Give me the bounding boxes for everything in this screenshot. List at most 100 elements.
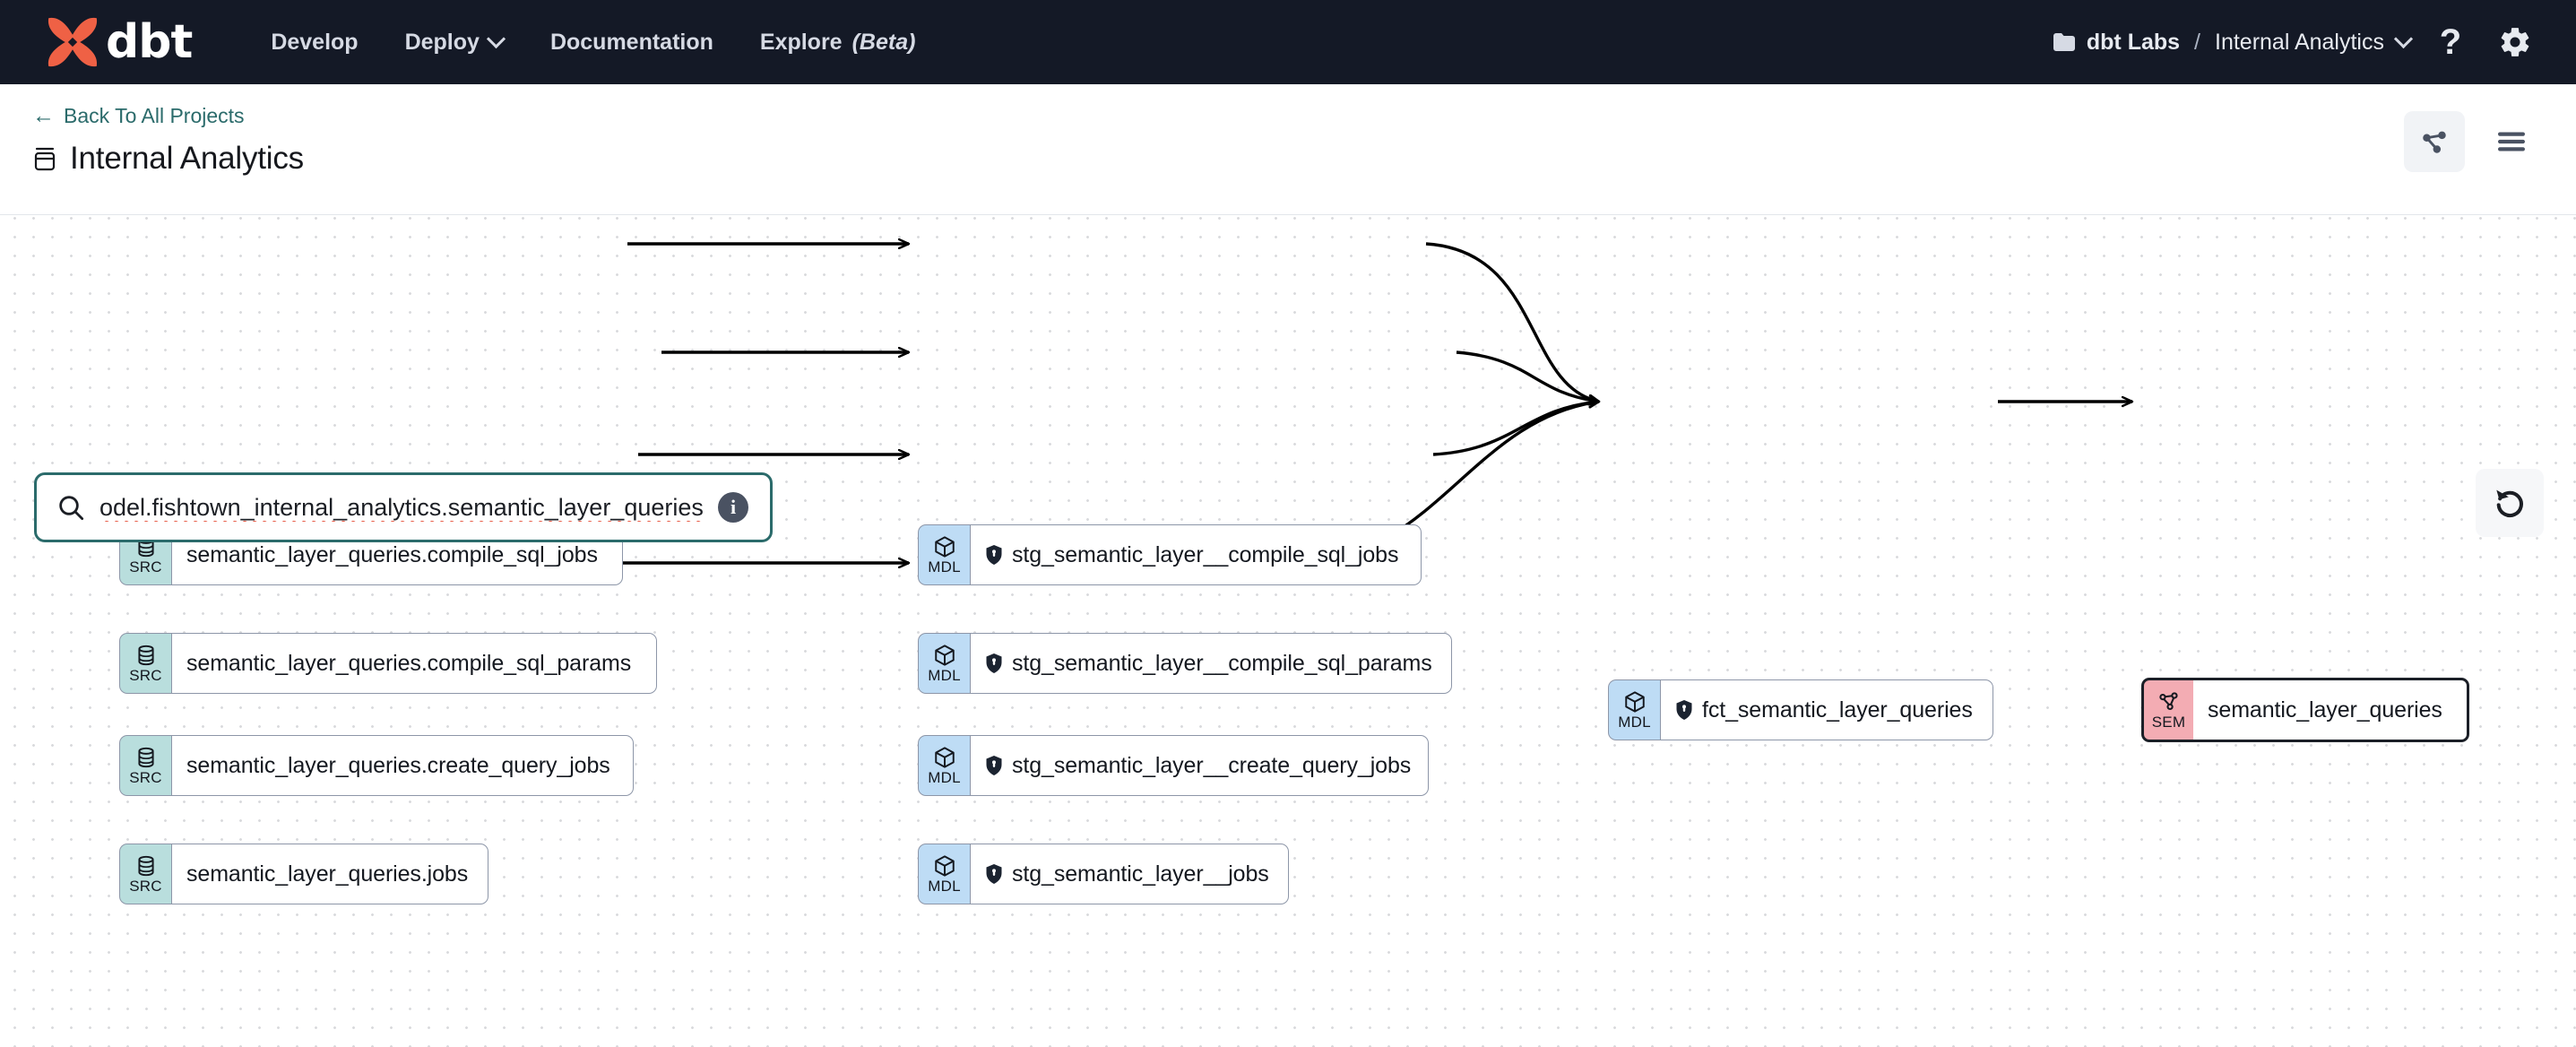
node-type-badge-sem: SEM (2141, 678, 2193, 742)
node-type-label: MDL (928, 558, 961, 575)
shield-icon (986, 756, 1002, 775)
page-header-left: ← Back To All Projects Internal Analytic… (32, 104, 304, 177)
back-link-label: Back To All Projects (64, 104, 245, 127)
page-header-actions (2404, 104, 2538, 172)
lineage-graph-icon (2423, 131, 2446, 153)
node-type-label: MDL (928, 667, 961, 684)
primary-nav-links: Develop Deploy Documentation Explore (Be… (247, 30, 938, 56)
top-navigation-bar: dbt Develop Deploy Documentation Explore… (0, 0, 2576, 84)
info-icon[interactable]: i (718, 492, 748, 523)
nav-link-deploy[interactable]: Deploy (382, 30, 527, 56)
shield-icon (1676, 700, 1692, 720)
lineage-graph-button[interactable] (2404, 111, 2465, 172)
reset-view-button[interactable] (2476, 469, 2544, 537)
nav-link-explore-label: Explore (759, 29, 843, 55)
nav-link-explore[interactable]: Explore (Beta) (737, 30, 939, 56)
node-type-badge-mdl: MDL (918, 524, 970, 585)
node-type-label: SRC (129, 558, 162, 575)
project-chevron-down-icon[interactable] (2397, 32, 2411, 47)
shield-icon (986, 864, 1002, 884)
menu-button[interactable] (2485, 115, 2538, 169)
node-type-badge-src: SRC (119, 844, 171, 904)
graph-node-src-compile-sql-params[interactable]: SRC semantic_layer_queries.compile_sql_p… (119, 633, 657, 694)
reset-icon (2496, 489, 2523, 517)
node-type-label: SRC (129, 667, 162, 684)
nav-right-cluster: dbt Labs / Internal Analytics ? (2053, 17, 2540, 67)
node-label: stg_semantic_layer__compile_sql_params (1012, 650, 1432, 676)
node-type-label: MDL (1618, 714, 1651, 731)
explore-beta-badge: (Beta) (851, 29, 916, 55)
cube-icon (934, 747, 955, 768)
node-body: semantic_layer_queries.jobs (171, 844, 488, 904)
cube-icon (934, 645, 955, 666)
page-title: Internal Analytics (70, 141, 304, 176)
graph-node-mdl-stg-compile-sql-params[interactable]: MDL stg_semantic_layer__compile_sql_para… (918, 633, 1452, 694)
edge-mdl2-fct1 (1456, 350, 1599, 402)
node-type-badge-mdl: MDL (918, 844, 970, 904)
nav-link-documentation-label: Documentation (549, 29, 713, 55)
project-name: Internal Analytics (2215, 29, 2384, 55)
node-body: stg_semantic_layer__create_query_jobs (970, 735, 1429, 796)
node-label: stg_semantic_layer__create_query_jobs (1012, 752, 1412, 778)
node-type-label: SRC (129, 878, 162, 895)
chevron-down-icon (489, 32, 504, 47)
semantic-graph-icon (2158, 692, 2178, 711)
node-type-badge-src: SRC (119, 633, 171, 694)
page-header: ← Back To All Projects Internal Analytic… (0, 84, 2576, 215)
search-input[interactable]: odel.fishtown_internal_analytics.semanti… (34, 472, 773, 542)
help-icon: ? (2439, 22, 2462, 62)
node-body: fct_semantic_layer_queries (1660, 679, 1993, 740)
node-type-label: SEM (2151, 714, 2186, 731)
dbt-logo-icon (48, 17, 98, 67)
search-input-value[interactable]: odel.fishtown_internal_analytics.semanti… (99, 493, 704, 521)
node-body: semantic_layer_queries.compile_sql_param… (171, 633, 657, 694)
help-button[interactable]: ? (2425, 17, 2476, 67)
node-body: stg_semantic_layer__compile_sql_jobs (970, 524, 1422, 585)
graph-node-mdl-stg-compile-sql-jobs[interactable]: MDL stg_semantic_layer__compile_sql_jobs (918, 524, 1422, 585)
node-label: semantic_layer_queries.jobs (186, 861, 469, 887)
graph-node-mdl-stg-jobs[interactable]: MDL stg_semantic_layer__jobs (918, 844, 1289, 904)
node-type-label: MDL (928, 769, 961, 786)
lineage-canvas[interactable]: odel.fishtown_internal_analytics.semanti… (0, 215, 2576, 1047)
node-label: semantic_layer_queries.compile_sql_param… (186, 650, 632, 676)
org-project-breadcrumb[interactable]: dbt Labs / Internal Analytics (2053, 30, 2411, 56)
graph-node-sem-semantic-layer-queries[interactable]: SEM semantic_layer_queries (2141, 678, 2469, 742)
nav-link-deploy-label: Deploy (404, 29, 480, 55)
graph-node-src-create-query-jobs[interactable]: SRC semantic_layer_queries.create_query_… (119, 735, 634, 796)
node-body: semantic_layer_queries (2193, 678, 2469, 742)
node-body: semantic_layer_queries.create_query_jobs (171, 735, 634, 796)
database-icon (137, 747, 154, 768)
nav-link-develop-label: Develop (271, 29, 359, 55)
menu-icon (2498, 132, 2525, 151)
graph-node-mdl-stg-create-query-jobs[interactable]: MDL stg_semantic_layer__create_query_job… (918, 735, 1429, 796)
nav-link-develop[interactable]: Develop (247, 30, 381, 56)
project-jar-icon (34, 147, 56, 171)
node-type-badge-src: SRC (119, 735, 171, 796)
graph-node-mdl-fct-semantic-layer-queries[interactable]: MDL fct_semantic_layer_queries (1608, 679, 1993, 740)
breadcrumb-separator: / (2194, 29, 2200, 55)
node-label: stg_semantic_layer__jobs (1012, 861, 1269, 887)
node-type-label: SRC (129, 769, 162, 786)
nav-link-documentation[interactable]: Documentation (527, 30, 737, 56)
dbt-logo-text: dbt (106, 15, 193, 69)
edge-mdl1-fct1 (1425, 242, 1599, 402)
database-icon (137, 855, 154, 877)
dbt-logo[interactable]: dbt (43, 14, 193, 70)
cube-icon (934, 536, 955, 558)
node-label: semantic_layer_queries (2208, 697, 2442, 723)
node-type-badge-mdl: MDL (918, 735, 970, 796)
back-to-all-projects-link[interactable]: ← Back To All Projects (32, 104, 304, 128)
node-label: semantic_layer_queries.create_query_jobs (186, 752, 610, 778)
folder-icon (2053, 33, 2075, 51)
graph-node-src-jobs[interactable]: SRC semantic_layer_queries.jobs (119, 844, 488, 904)
node-body: stg_semantic_layer__jobs (970, 844, 1289, 904)
shield-icon (986, 545, 1002, 565)
node-label: fct_semantic_layer_queries (1702, 697, 1973, 723)
search-icon (59, 496, 84, 521)
cube-icon (1624, 691, 1645, 713)
node-type-badge-mdl: MDL (1608, 679, 1660, 740)
edge-mdl3-fct1 (1432, 402, 1599, 456)
settings-button[interactable] (2490, 17, 2540, 67)
org-name: dbt Labs (2086, 29, 2181, 55)
lineage-edges (493, 215, 2576, 1047)
